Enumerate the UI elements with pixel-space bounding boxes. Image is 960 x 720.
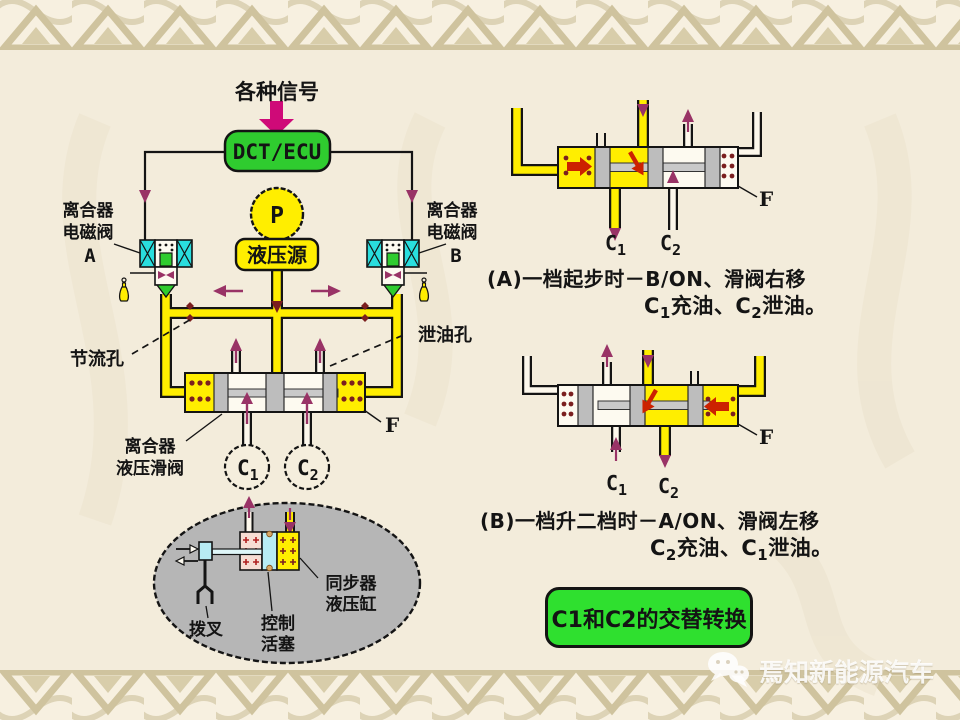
border-pattern [0, 0, 960, 50]
svg-text:电磁阀: 电磁阀 [63, 222, 114, 243]
red-diagonal-arrow [642, 388, 658, 414]
oil-can-a [118, 277, 130, 302]
drain-hole-label: 泄油孔 [418, 324, 472, 346]
svg-text:同步器: 同步器 [326, 573, 378, 594]
watermark-text: 焉知新能源汽车 [759, 658, 935, 687]
synchronizer-inset: 同步器 液压缸 拨叉 控制 活塞 [152, 496, 422, 665]
ecu-label: DCT/ECU [233, 140, 322, 164]
svg-text:C1: C1 [237, 456, 259, 484]
inset-leaders [205, 557, 319, 619]
sync-cylinder [198, 530, 300, 572]
red-flow-arrow-right [567, 157, 592, 176]
top-border-ornament [0, 0, 960, 50]
caption-b-line1: (B)一档升二档时－A/ON、滑阀左移 [480, 509, 820, 533]
svg-text:C2: C2 [297, 456, 319, 484]
sync-flow-arrows [243, 496, 296, 534]
summary-text: C1和C2的交替转换 [551, 607, 747, 633]
spool-port-arrows [241, 392, 313, 424]
caption-b-line2: C2充油、C1泄油。 [650, 536, 833, 564]
caption-a-line2: C1充油、C2泄油。 [644, 294, 827, 322]
summary-box: C1和C2的交替转换 [545, 587, 753, 648]
shift-fork [196, 560, 214, 604]
wire-arrowheads [139, 190, 418, 203]
leader-lines [113, 243, 447, 442]
pump-label: P [270, 203, 284, 229]
svg-text:离合器: 离合器 [63, 200, 115, 221]
solenoid-b-label: 离合器 电磁阀 B [427, 200, 479, 267]
f-label-left: F [385, 413, 399, 437]
yellow-pipes [162, 100, 764, 456]
blocked-port-ticks [596, 133, 606, 146]
signal-arrow [259, 101, 294, 136]
red-flow-arrow-left [704, 397, 729, 416]
svg-text:液压缸: 液压缸 [326, 594, 377, 615]
spool-valve-label: 离合器 液压滑阀 [116, 436, 184, 479]
valve-a-arrowheads [609, 104, 694, 241]
c1-label-a: C1 [605, 231, 626, 259]
fork-label: 拨叉 [189, 619, 224, 640]
svg-text:控制: 控制 [261, 613, 295, 634]
valve-b-arrowheads [601, 344, 671, 468]
watermark: 焉知新能源汽车 [706, 650, 934, 692]
svg-text:活塞: 活塞 [261, 634, 296, 655]
background-swirls [62, 112, 915, 696]
pressure-source-box: 液压源 [234, 237, 320, 272]
clutch-spool-valve [184, 372, 366, 413]
pump-circle: P [249, 186, 305, 242]
solenoid-valve-a [130, 239, 193, 299]
oil-can-b [418, 277, 430, 302]
wechat-icon [708, 652, 749, 687]
red-diagonal-arrow [628, 150, 644, 176]
c2-circle: C2 [283, 443, 331, 491]
svg-text:A: A [84, 245, 96, 267]
svg-text:电磁阀: 电磁阀 [427, 222, 478, 243]
svg-text:B: B [450, 245, 461, 267]
caption-a-line1: (A)一档起步时－B/ON、滑阀右移 [487, 267, 807, 291]
control-piston-label: 控制 活塞 [261, 613, 296, 655]
ecu-box: DCT/ECU [223, 129, 332, 173]
f-label-b: F [759, 425, 773, 449]
sync-cylinder-label: 同步器 液压缸 [326, 573, 378, 615]
solenoid-a-label: 离合器 电磁阀 A [63, 200, 115, 267]
throttle-orifice-label: 节流孔 [70, 348, 124, 370]
svg-text:液压滑阀: 液压滑阀 [116, 458, 184, 479]
bottom-border-ornament [0, 670, 960, 720]
valve-state-b: F C1 C2 [557, 344, 773, 502]
border-pattern [0, 670, 960, 720]
c1-circle: C1 [223, 443, 271, 491]
signal-label: 各种信号 [234, 80, 319, 104]
svg-text:离合器: 离合器 [125, 436, 177, 457]
c2-label-a: C2 [660, 231, 681, 259]
solenoid-valve-b [366, 239, 427, 299]
flow-direction-arrows [213, 285, 341, 297]
spool-drain-arrows [230, 338, 326, 363]
c1-label-b: C1 [606, 471, 627, 499]
ecu-wires [143, 150, 414, 240]
fork-motion-arrows [174, 544, 200, 566]
pressure-source-label: 液压源 [247, 243, 307, 267]
svg-text:离合器: 离合器 [427, 200, 479, 221]
f-label-a: F [759, 187, 773, 211]
blocked-port-ticks [690, 371, 699, 384]
c2-label-b: C2 [658, 474, 679, 502]
valve-state-a: F C1 C2 [557, 104, 773, 259]
